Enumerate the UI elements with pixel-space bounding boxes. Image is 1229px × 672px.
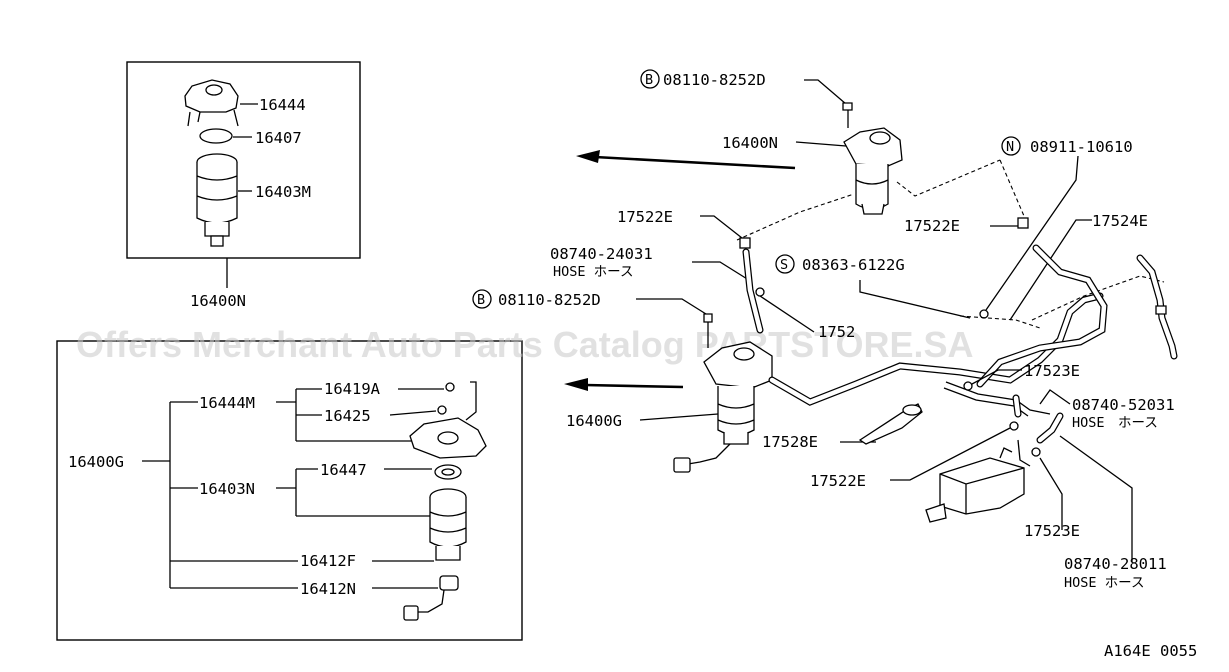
clamp-small[interactable] [755,287,765,297]
label-hose-3-desc: HOSE ホース [1064,575,1144,591]
label-17524e: 17524E [1092,212,1148,230]
screw-s[interactable]: S 08363-6122G [775,254,971,319]
bolt-top[interactable]: B 08110-8252D [640,69,853,128]
nut-n[interactable]: N 08911-10610 [979,136,1133,319]
label-16425: 16425 [324,407,371,425]
label-nut: 08911-10610 [1030,138,1133,156]
label-16403n: 16403N [199,480,255,498]
inset-top: 16444 16407 16403M 16400N [126,61,361,310]
label-16447: 16447 [320,461,367,479]
fuel-filter-lower[interactable] [673,341,773,473]
svg-text:N: N [1006,139,1014,155]
label-screw: 08363-6122G [802,256,905,274]
fuel-lines[interactable] [943,381,1064,444]
bolt-mid[interactable]: B 08110-8252D [472,289,713,348]
label-17528e: 17528E [762,433,818,451]
svg-text:B: B [645,72,653,88]
clamp-2[interactable] [1031,447,1041,457]
direction-arrow-lower [564,378,684,391]
exploded-filter-16400g[interactable] [403,381,487,621]
clamp-1[interactable] [963,381,973,391]
label-16400g-assembly: 16400G [68,453,124,471]
clip-c[interactable] [1009,421,1019,431]
label-16412n: 16412N [300,580,356,598]
canister-assembly[interactable] [925,439,1031,523]
direction-arrow-upper [576,150,796,170]
label-hose-3: 08740-28011 [1064,555,1167,573]
label-hose-1: 08740-24031 [550,245,653,263]
label-bolt-mid: 08110-8252D [498,291,601,309]
label-hose-1-desc: HOSE ホース [553,264,633,280]
label-clip-c: 17522E [810,472,866,490]
label-16444: 16444 [259,96,306,114]
label-16407: 16407 [255,129,302,147]
inset-bottom: 16400G 16444M 16403N 16419A 16425 16447 … [56,340,523,641]
svg-text:S: S [780,257,788,273]
filter-head-16444[interactable] [184,79,239,127]
label-16400n-assembly: 16400N [190,292,246,310]
label-bolt-top: 08110-8252D [663,71,766,89]
filter-element-16403m[interactable] [196,153,238,247]
label-16412f: 16412F [300,552,356,570]
clip-a[interactable] [739,237,751,249]
label-clip-a: 17522E [617,208,673,226]
label-clip-b: 17522E [904,217,960,235]
label-clamp-2: 17523E [1024,522,1080,540]
label-16400g: 16400G [566,412,622,430]
band-17528e[interactable] [858,403,923,445]
clip-b[interactable] [1017,217,1029,229]
label-hose-2-desc: HOSE ホース [1072,415,1158,431]
label-16400n: 16400N [722,134,778,152]
label-16403m: 16403M [255,183,311,201]
label-16444m: 16444M [199,394,255,412]
hose-1[interactable] [742,248,764,334]
fuel-filter-upper[interactable] [843,127,903,215]
label-clamp-1: 17523E [1024,362,1080,380]
main-diagram: B 08110-8252D 16400N N 08911-10610 [472,69,1178,591]
o-ring-16407[interactable] [199,128,233,144]
watermark: Offers Merchant Auto Parts Catalog PARTS… [76,324,973,365]
label-hose-2: 08740-52031 [1072,396,1175,414]
label-16419a: 16419A [324,380,381,398]
figure-code: A164E 0055 [1104,642,1197,660]
label-partial-1752: 1752 [818,323,855,341]
svg-text:B: B [477,292,485,308]
connector-right[interactable] [1155,305,1167,315]
